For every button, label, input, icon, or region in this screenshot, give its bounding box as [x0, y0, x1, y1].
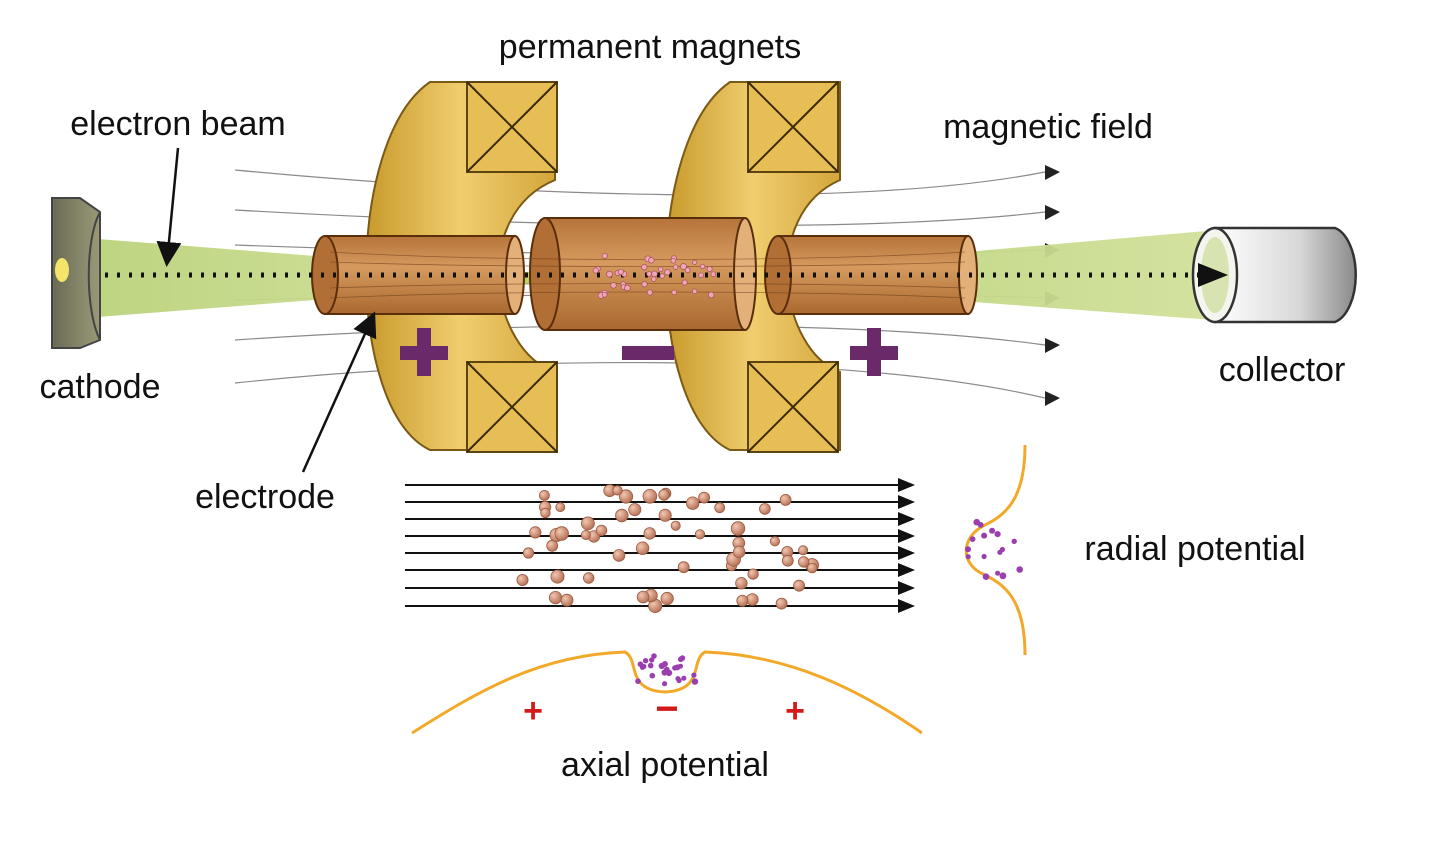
electrode-sign-left — [400, 328, 448, 376]
electron-beam-pointer — [156, 147, 182, 267]
cathode-icon — [51, 197, 101, 349]
ion-field-lines — [405, 484, 900, 607]
label-axial-potential: axial potential — [561, 746, 769, 784]
label-electrode: electrode — [195, 478, 335, 516]
axial-sign-center: − — [655, 687, 678, 731]
electrode-sign-center — [622, 346, 674, 360]
electrode-sign-right — [850, 328, 898, 376]
label-collector: collector — [1219, 351, 1346, 389]
label-electron-beam: electron beam — [70, 105, 285, 143]
axial-sign-right: + — [785, 692, 805, 730]
radial-ions — [965, 518, 1023, 580]
electron-beam-expanding — [760, 228, 1240, 322]
electrode-pointer — [301, 311, 377, 473]
electron-beam — [85, 238, 520, 318]
radial-potential-plot — [964, 444, 1027, 656]
trapped-ions — [592, 252, 717, 299]
axial-potential-plot — [411, 650, 923, 735]
label-radial-potential: radial potential — [1084, 530, 1305, 568]
ion-field-arrowheads — [898, 478, 915, 613]
label-magnetic-field: magnetic field — [943, 108, 1153, 146]
label-permanent-magnets: permanent magnets — [499, 28, 801, 66]
axial-ions — [635, 653, 699, 687]
beam-arrowhead — [1198, 263, 1228, 287]
ion-beads — [516, 484, 820, 614]
label-cathode: cathode — [40, 368, 161, 406]
axial-sign-left: + — [523, 692, 543, 730]
